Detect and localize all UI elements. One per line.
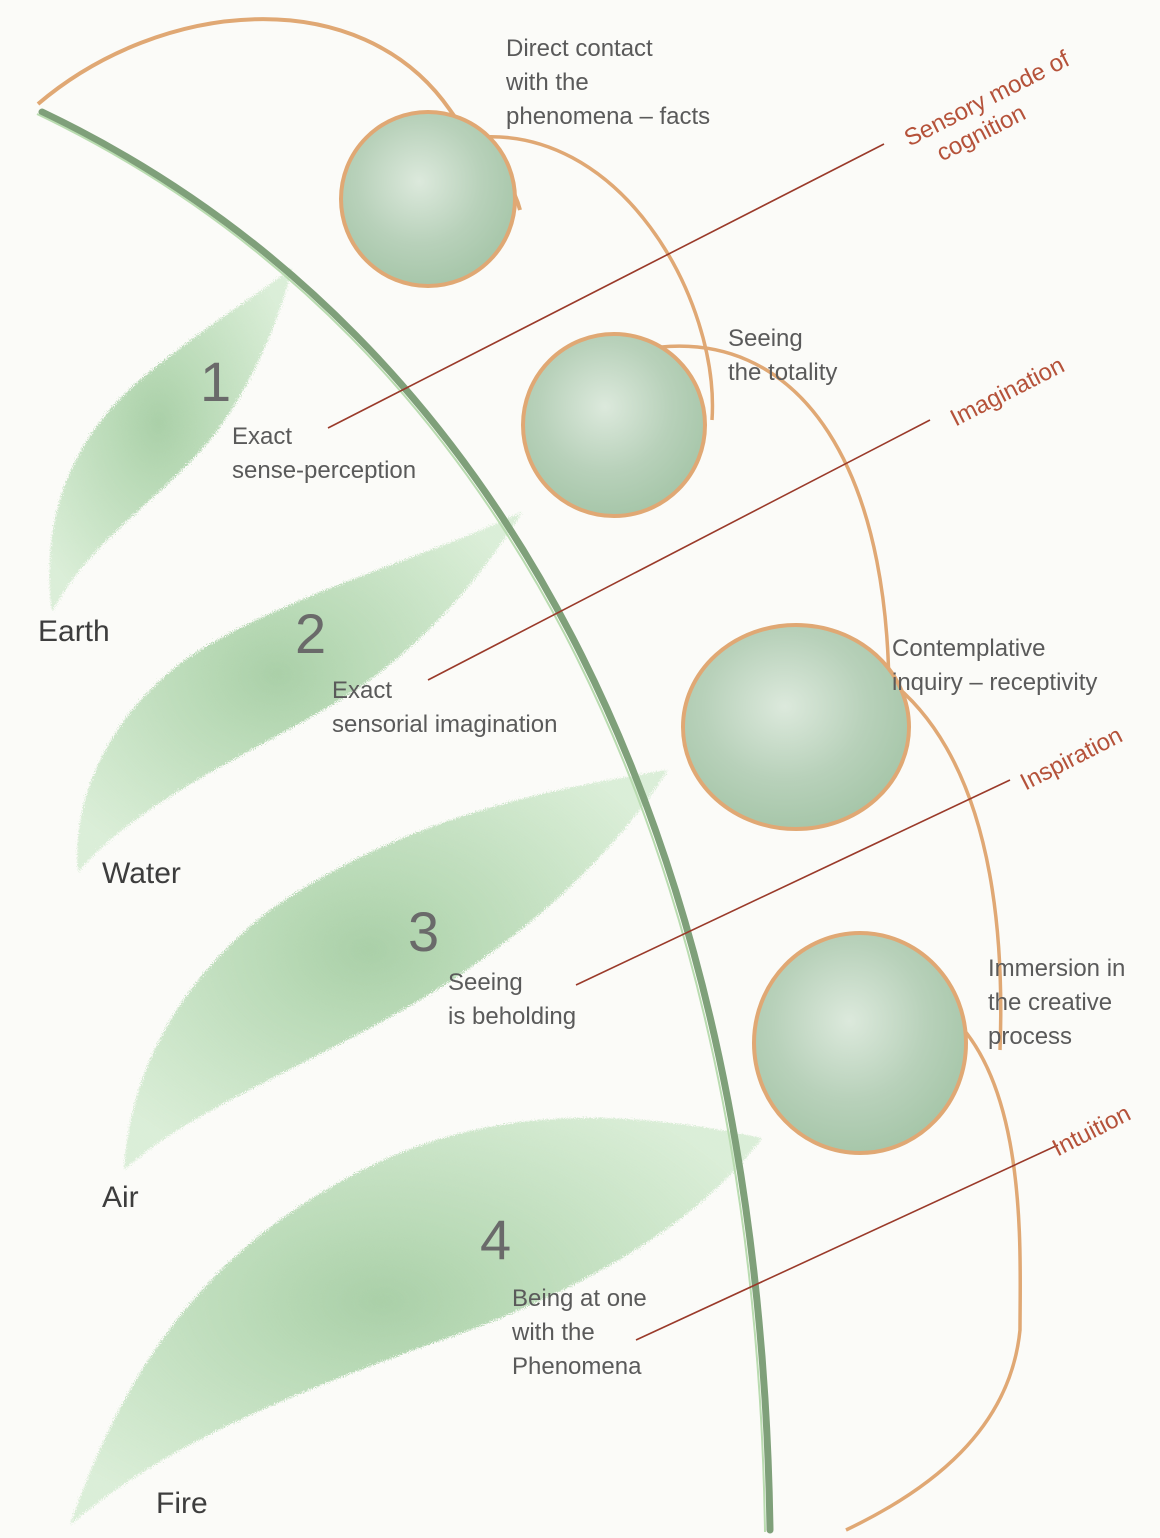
circle-text-3: Contemplative inquiry – receptivity [892,632,1097,700]
leaf-air [124,770,668,1170]
stage-number-1: 1 [200,352,231,412]
leaf-text-1-line-2: sense-perception [232,454,416,488]
circle-text-1: Direct contact with the phenomena – fact… [506,32,710,134]
leaf-text-4-line-2: with the [512,1316,647,1350]
circle-text-4-line-1: Immersion in [988,952,1125,986]
circle-text-2-line-1: Seeing [728,322,837,356]
leaf-text-4: Being at one with the Phenomena [512,1282,647,1384]
leaf-fire [70,1118,762,1525]
stage-circles [341,112,966,1153]
circle-text-2: Seeing the totality [728,322,837,390]
leaf-text-3: Seeing is beholding [448,966,576,1034]
circle-text-1-line-1: Direct contact [506,32,710,66]
leaf-text-3-line-1: Seeing [448,966,576,1000]
stage-circle-1 [341,112,515,286]
circle-text-3-line-2: inquiry – receptivity [892,666,1097,700]
leaf-text-3-line-2: is beholding [448,1000,576,1034]
leaf-text-2-line-2: sensorial imagination [332,708,557,742]
stage-number-3: 3 [408,902,439,962]
element-label-water: Water [102,856,181,892]
circle-text-4-line-3: process [988,1020,1125,1054]
leaf-text-4-line-3: Phenomena [512,1350,647,1384]
stage-number-4: 4 [480,1210,511,1270]
circle-text-4-line-2: the creative [988,986,1125,1020]
element-label-air: Air [102,1180,139,1216]
leaf-text-1: Exact sense-perception [232,420,416,488]
circle-text-2-line-2: the totality [728,356,837,390]
element-label-earth: Earth [38,614,110,650]
element-label-fire: Fire [156,1486,208,1522]
circle-text-1-line-2: with the [506,66,710,100]
stage-circle-3 [683,625,909,829]
circle-text-3-line-1: Contemplative [892,632,1097,666]
leaf-text-1-line-1: Exact [232,420,416,454]
circle-text-1-line-3: phenomena – facts [506,100,710,134]
stage-circle-4 [754,933,966,1153]
circle-text-4: Immersion in the creative process [988,952,1125,1054]
leaf-text-4-line-1: Being at one [512,1282,647,1316]
stage-number-2: 2 [295,604,326,664]
leaf-text-2-line-1: Exact [332,674,557,708]
stage-circle-2 [523,334,705,516]
leaf-text-2: Exact sensorial imagination [332,674,557,742]
